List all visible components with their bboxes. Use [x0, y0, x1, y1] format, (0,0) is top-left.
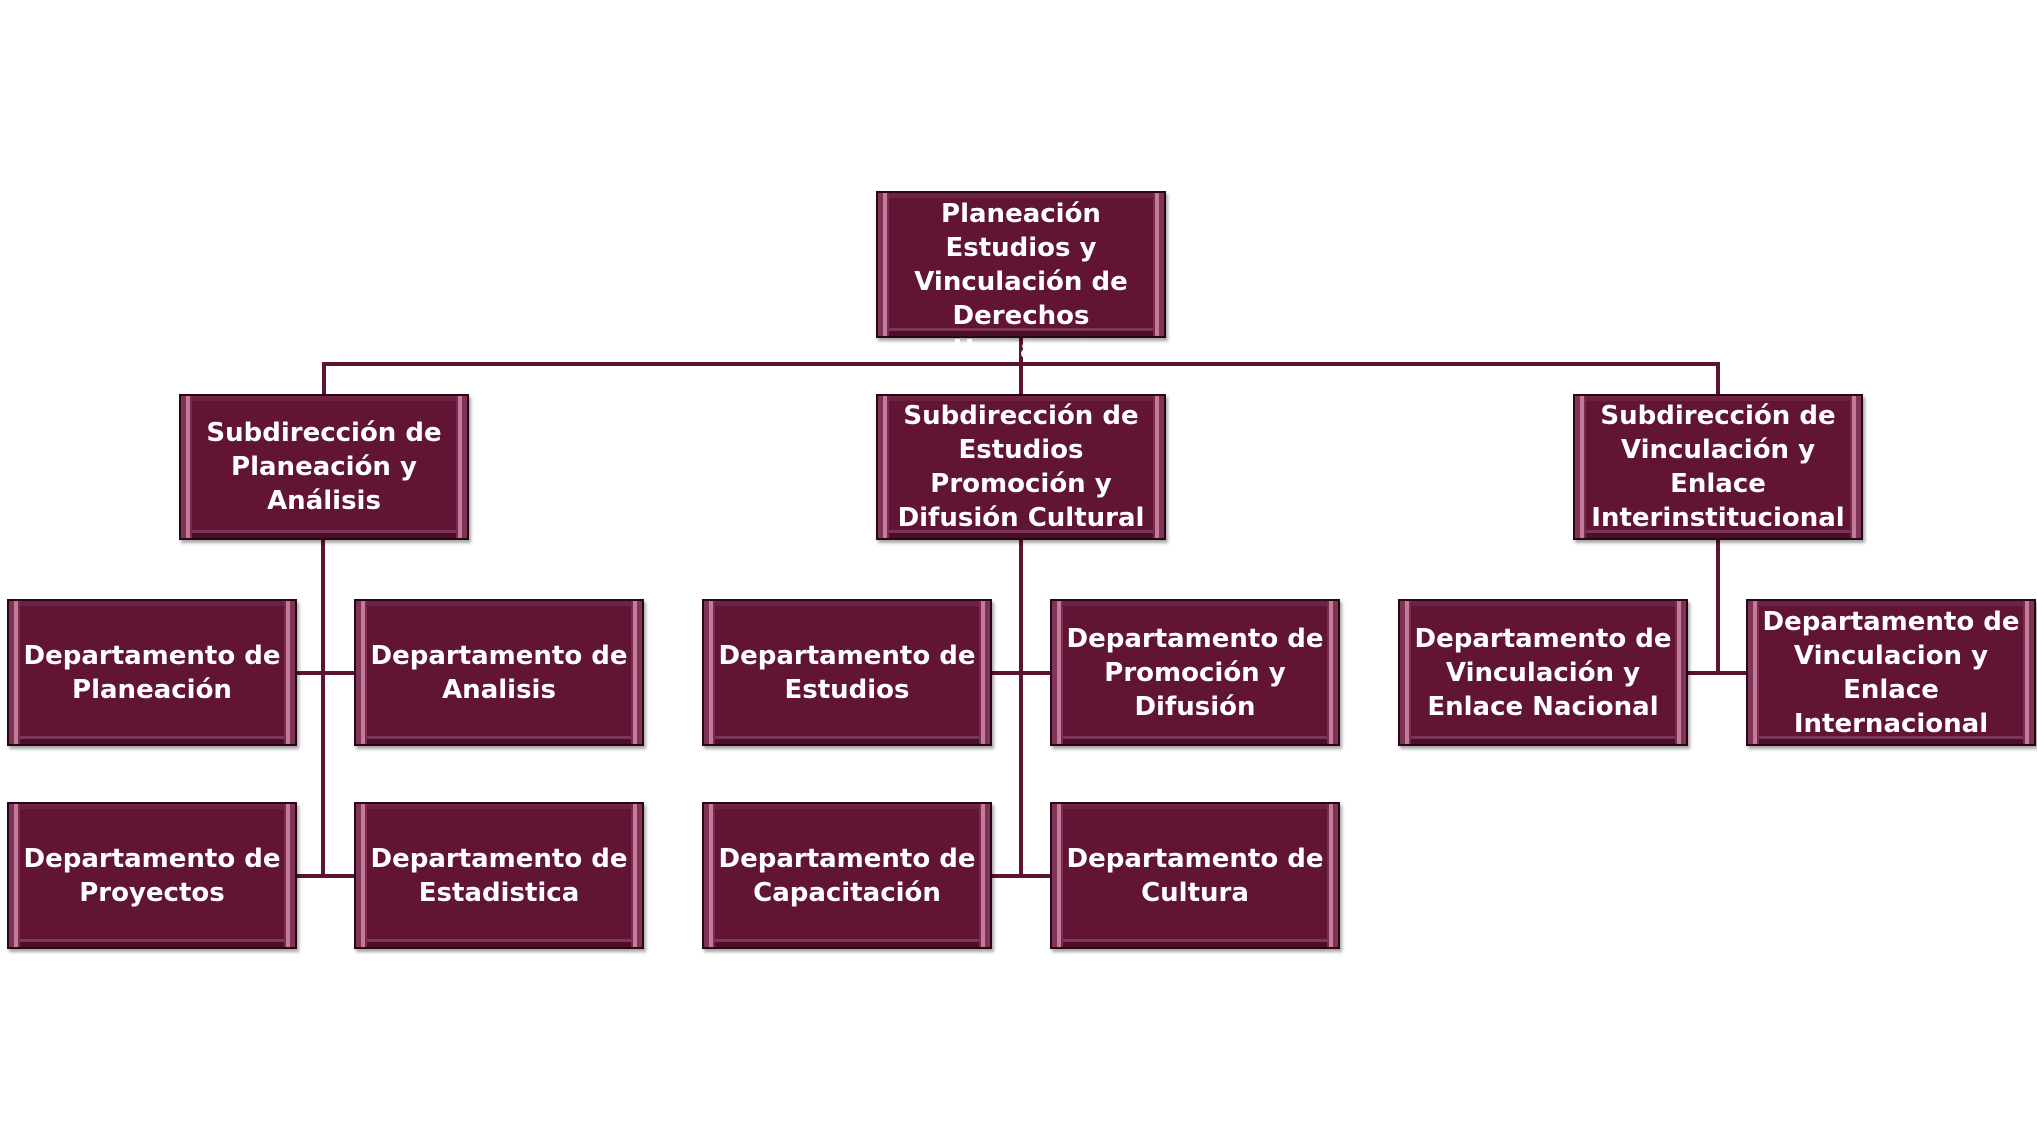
node-label: Departamento de Vinculacion y Enlace Int… [1762, 606, 2020, 739]
node-dep-vinc-internacional[interactable]: Departamento de Vinculacion y Enlace Int… [1746, 599, 2036, 746]
connector-group2-row1 [992, 671, 1050, 675]
connector-root-horizontal [322, 362, 1720, 366]
node-dep-estudios[interactable]: Departamento de Estudios [702, 599, 992, 746]
node-label: Subdirección de Vinculación y Enlace Int… [1591, 401, 1845, 533]
connector-root-vertical [1019, 338, 1023, 394]
connector-group1-vertical [321, 540, 325, 878]
node-dep-analisis[interactable]: Departamento de Analisis [354, 599, 644, 746]
node-label: Departamento de Analisis [370, 640, 628, 705]
node-label: Subdirección de Estudios Promoción y Dif… [897, 401, 1145, 533]
node-dep-planeacion[interactable]: Departamento de Planeación [7, 599, 297, 746]
node-sub-planeacion[interactable]: Subdirección de Planeación y Análisis [179, 394, 469, 540]
connector-group2-row2 [992, 874, 1050, 878]
node-label: Subdirección de Planeación y Análisis [206, 418, 442, 516]
node-dep-promocion[interactable]: Departamento de Promoción y Difusión [1050, 599, 1340, 746]
node-label: Departamento de Proyectos [23, 843, 281, 908]
node-sub-estudios[interactable]: Subdirección de Estudios Promoción y Dif… [876, 394, 1166, 540]
node-dep-proyectos[interactable]: Departamento de Proyectos [7, 802, 297, 949]
connector-group1-row2 [297, 874, 354, 878]
connector-sub3-drop [1716, 362, 1720, 394]
node-direccion[interactable]: Dirección de Planeación Estudios y Vincu… [876, 165, 1166, 365]
node-dep-capacitacion[interactable]: Departamento de Capacitación [702, 802, 992, 949]
connector-sub1-drop [322, 362, 326, 394]
node-label: Dirección de Planeación Estudios y Vincu… [914, 164, 1128, 365]
node-label: Departamento de Estadistica [370, 843, 628, 908]
node-sub-vinculacion[interactable]: Subdirección de Vinculación y Enlace Int… [1573, 394, 1863, 540]
node-label: Departamento de Promoción y Difusión [1066, 623, 1324, 722]
connector-group3-vertical [1716, 540, 1720, 675]
node-label: Departamento de Cultura [1066, 843, 1324, 908]
connector-group2-vertical [1019, 540, 1023, 878]
connector-group3-row1 [1688, 671, 1746, 675]
node-dep-estadistica[interactable]: Departamento de Estadistica [354, 802, 644, 949]
node-label: Departamento de Vinculación y Enlace Nac… [1414, 623, 1672, 722]
connector-group1-row1 [297, 671, 354, 675]
node-label: Departamento de Capacitación [718, 843, 976, 908]
node-dep-cultura[interactable]: Departamento de Cultura [1050, 802, 1340, 949]
node-dep-vinc-nacional[interactable]: Departamento de Vinculación y Enlace Nac… [1398, 599, 1688, 746]
node-label: Departamento de Estudios [718, 640, 976, 705]
node-label: Departamento de Planeación [23, 640, 281, 705]
